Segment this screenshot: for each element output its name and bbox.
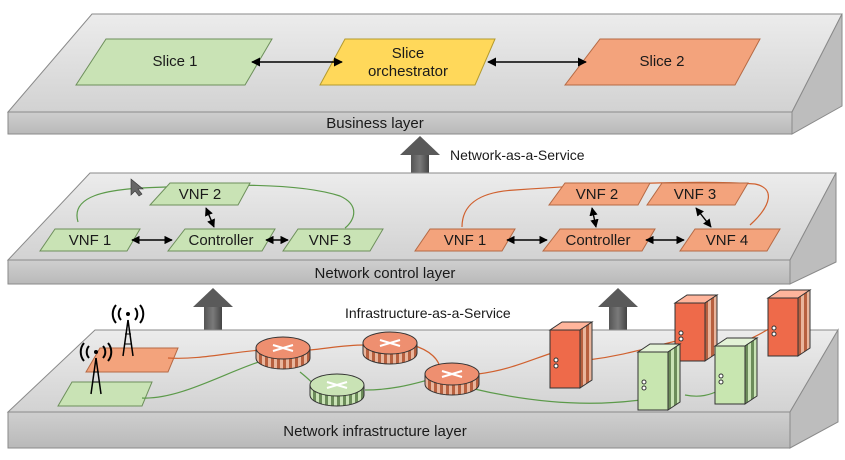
green-cell-area xyxy=(57,381,153,407)
slice-2-label: Slice 2 xyxy=(639,53,684,70)
infrastructure-layer: Network infrastructure layer xyxy=(6,328,839,449)
orange-vnf2-controller-link xyxy=(589,207,599,228)
router-icon xyxy=(424,362,480,396)
orange-vnf3[interactable]: VNF 3 xyxy=(646,182,749,206)
green-controller[interactable]: Controller xyxy=(166,228,276,252)
antenna-icon xyxy=(79,342,113,395)
green-vnf3-label: VNF 3 xyxy=(309,232,352,249)
orange-vnf1[interactable]: VNF 1 xyxy=(414,228,516,252)
green-vnf1[interactable]: VNF 1 xyxy=(39,228,141,252)
orange-controller-label: Controller xyxy=(565,232,630,249)
server-icon xyxy=(766,289,812,357)
server-icon xyxy=(636,343,682,411)
slice-1-label: Slice 1 xyxy=(152,53,197,70)
control-layer-front xyxy=(7,259,791,285)
green-vnf2-controller-link xyxy=(205,207,215,228)
orange-infra-link xyxy=(167,324,776,375)
green-vnf2-label: VNF 2 xyxy=(179,186,222,203)
slice-orchestrator-label-1: Slice xyxy=(392,45,425,62)
slice-orchestrator-label-2: orchestrator xyxy=(368,63,448,80)
control-layer-label: Network control layer xyxy=(315,265,456,282)
green-controller-label: Controller xyxy=(188,232,253,249)
infrastructure-layer-label: Network infrastructure layer xyxy=(283,423,466,440)
orange-cell-area xyxy=(85,347,179,373)
server-icon xyxy=(548,321,594,389)
iaas-label: Infrastructure-as-a-Service xyxy=(345,305,511,321)
server-icon xyxy=(713,337,759,405)
orange-vnf3-label: VNF 3 xyxy=(674,186,717,203)
green-vnf3[interactable]: VNF 3 xyxy=(282,228,384,252)
router-icon xyxy=(309,373,365,407)
slice-1[interactable]: Slice 1 xyxy=(75,38,273,86)
orange-vnf3-vnf4-link xyxy=(695,207,712,228)
router-icon xyxy=(255,336,311,370)
naas-label: Network-as-a-Service xyxy=(450,147,585,163)
orange-vnf2[interactable]: VNF 2 xyxy=(548,182,651,206)
orange-vnf2-label: VNF 2 xyxy=(576,186,619,203)
slice-orchestrator[interactable]: Slice orchestrator xyxy=(319,38,496,86)
orange-vnf4[interactable]: VNF 4 xyxy=(679,228,781,252)
server-icon xyxy=(673,294,719,362)
orange-controller[interactable]: Controller xyxy=(541,228,656,252)
business-layer-front xyxy=(7,111,793,135)
infrastructure-layer-front xyxy=(7,411,791,449)
cursor-icon xyxy=(130,178,144,197)
green-vnf2[interactable]: VNF 2 xyxy=(148,182,251,206)
slice-2[interactable]: Slice 2 xyxy=(563,38,761,86)
business-layer-label: Business layer xyxy=(326,115,424,132)
router-icon xyxy=(362,331,418,365)
orange-vnf4-label: VNF 4 xyxy=(706,232,749,249)
green-vnf1-label: VNF 1 xyxy=(69,232,112,249)
antenna-icon xyxy=(111,304,145,357)
orange-vnf1-label: VNF 1 xyxy=(444,232,487,249)
